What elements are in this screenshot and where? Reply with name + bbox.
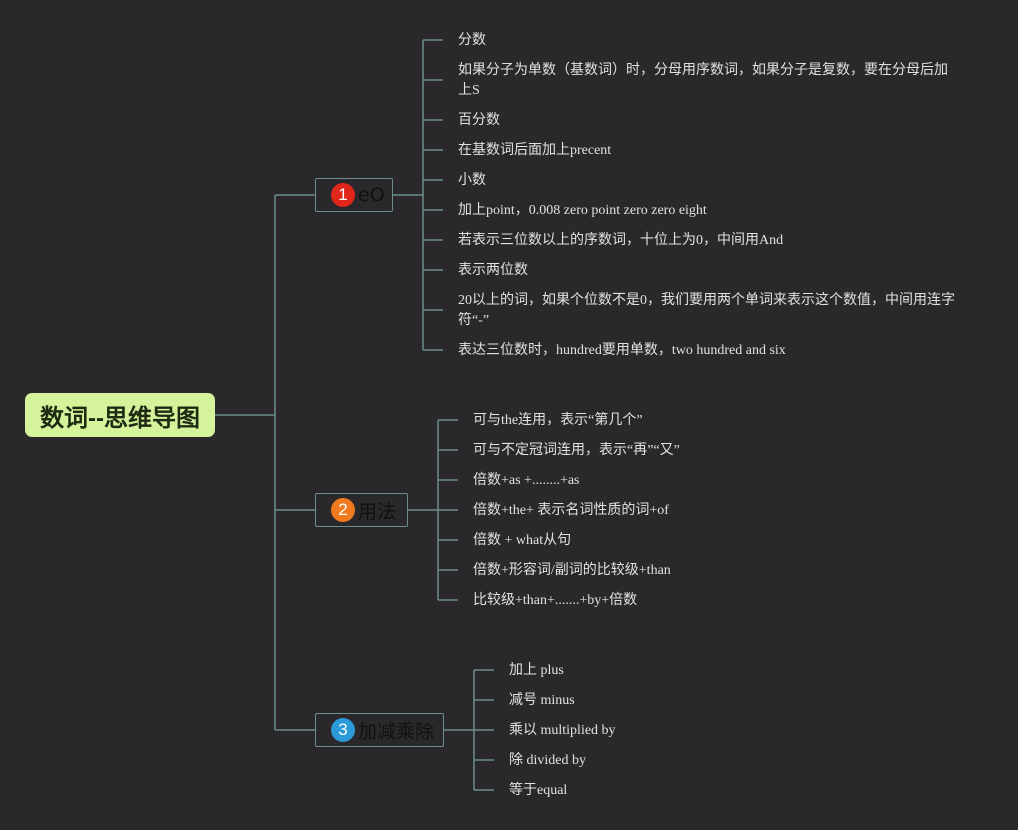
leaf-node[interactable]: 分数 [458, 33, 486, 48]
leaf-node[interactable]: 可与the连用，表示“第几个” [473, 413, 643, 428]
leaf-node[interactable]: 乘以 multiplied by [509, 723, 616, 738]
branch-label-2: 用法 [358, 500, 397, 523]
branch-label-3: 加减乘除 [358, 720, 435, 743]
leaf-node[interactable]: 除 divided by [509, 753, 586, 768]
branch-node-1[interactable]: 1 eO [315, 178, 393, 212]
leaf-node[interactable]: 小数 [458, 173, 486, 188]
leaf-node[interactable]: 倍数 + what从句 [473, 533, 572, 548]
leaf-node[interactable]: 等于equal [509, 783, 568, 798]
leaf-node[interactable]: 减号 minus [509, 693, 575, 708]
leaf-node[interactable]: 倍数+as +........+as [473, 473, 580, 488]
leaf-node[interactable]: 如果分子为单数（基数词）时，分母用序数词，如果分子是复数，要在分母后加上S [458, 63, 948, 98]
leaf-node[interactable]: 倍数+形容词/副词的比较级+than [473, 563, 671, 578]
leaf-node[interactable]: 比较级+than+.......+by+倍数 [473, 593, 638, 608]
root-title: 数词--思维导图 [40, 404, 200, 432]
leaf-node[interactable]: 表示两位数 [458, 263, 528, 278]
leaf-node[interactable]: 加上point，0.008 zero point zero zero eight [458, 203, 707, 218]
leaf-node[interactable]: 可与不定冠词连用，表示“再”“又” [473, 443, 680, 458]
leaf-node[interactable]: 若表示三位数以上的序数词，十位上为0，中间用And [458, 233, 784, 248]
number-badge-1: 1 [331, 183, 355, 207]
leaf-node[interactable]: 百分数 [458, 113, 500, 128]
leaf-node[interactable]: 在基数词后面加上precent [458, 143, 612, 158]
leaf-node[interactable]: 倍数+the+ 表示名词性质的词+of [473, 503, 669, 518]
number-badge-3: 3 [331, 718, 355, 742]
number-badge-2: 2 [331, 498, 355, 522]
leaf-node[interactable]: 表达三位数时，hundred要用单数，two hundred and six [458, 343, 786, 358]
leaf-node[interactable]: 20以上的词，如果个位数不是0，我们要用两个单词来表示这个数值，中间用连字符“-… [458, 293, 955, 328]
branch-node-2[interactable]: 2 用法 [315, 493, 408, 527]
branch-node-3[interactable]: 3 加减乘除 [315, 713, 444, 747]
leaf-node[interactable]: 加上 plus [509, 663, 564, 678]
branch-label-1: eO [358, 184, 385, 206]
root-node[interactable]: 数词--思维导图 [25, 393, 215, 437]
